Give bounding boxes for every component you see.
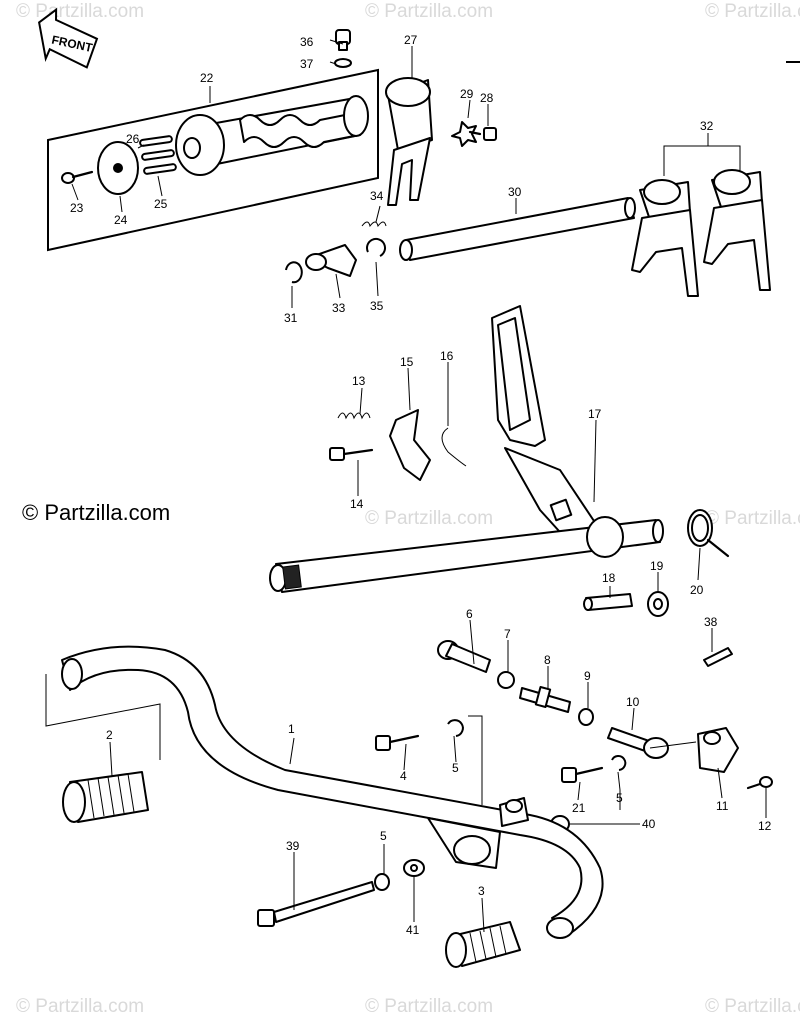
callout-18: 18 [602, 571, 616, 585]
watermark: © Partzilla.com [365, 996, 494, 1017]
callout-4: 4 [400, 769, 407, 783]
callout-30: 30 [508, 185, 522, 199]
shift-pedal-1 [61, 645, 604, 939]
callout-29: 29 [460, 87, 474, 101]
callout-3: 3 [478, 884, 485, 898]
callout-41: 41 [406, 923, 420, 937]
callout-22: 22 [200, 71, 214, 85]
watermark: © Partzilla.com [365, 508, 494, 529]
pedal-rubber-2 [62, 771, 149, 823]
callout-5: 5 [452, 761, 459, 775]
bolt-36 [335, 29, 351, 51]
shift-shaft [269, 516, 664, 593]
watermark: © Partzilla.com [705, 996, 800, 1017]
screw-28 [468, 127, 497, 141]
callout-39: 39 [286, 839, 300, 853]
callout-6: 6 [466, 607, 473, 621]
bolt-39 [257, 881, 375, 927]
bolt-21 [561, 766, 604, 783]
callout-33: 33 [332, 301, 346, 315]
plate-15 [389, 409, 431, 481]
callout-12: 12 [758, 819, 772, 833]
callout-32: 32 [700, 119, 714, 133]
return-spring-20 [687, 509, 730, 558]
callout-27: 27 [404, 33, 418, 47]
callout-25: 25 [154, 197, 168, 211]
callout-26: 26 [126, 132, 140, 146]
pin-38 [703, 647, 733, 667]
watermark: © Partzilla.com [365, 1, 494, 22]
bracket-11 [697, 727, 739, 773]
callout-2: 2 [106, 728, 113, 742]
callout-1: 1 [288, 722, 295, 736]
rod-8 [519, 686, 571, 713]
shift-drum-pins [139, 135, 177, 175]
nut-19 [647, 591, 669, 617]
leader-lines [71, 39, 767, 933]
bolt-4 [375, 734, 420, 751]
callout-34: 34 [370, 189, 384, 203]
screw [61, 170, 94, 184]
callout-31: 31 [284, 311, 298, 325]
lever-33 [305, 244, 357, 277]
shift-drum [175, 95, 369, 176]
credit-text: © Partzilla.com [22, 500, 171, 525]
screw-12 [746, 776, 773, 790]
callout-24: 24 [114, 213, 128, 227]
watermark: © Partzilla.com [705, 1, 800, 22]
callout-21: 21 [572, 801, 586, 815]
front-arrow: FRONT [38, 7, 99, 69]
callout-20: 20 [690, 583, 704, 597]
callout-11: 11 [716, 799, 729, 813]
washer-5c [374, 873, 390, 891]
spring-16 [441, 427, 467, 467]
callout-40: 40 [642, 817, 656, 831]
spring-34 [361, 221, 387, 228]
callout-labels: 1 2 3 4 5 5 5 6 7 8 9 10 11 12 13 14 15 … [70, 33, 772, 937]
tie-rod-end-6 [437, 640, 491, 673]
callout-8: 8 [544, 653, 551, 667]
shift-mechanism-17 [491, 305, 601, 553]
callout-5: 5 [616, 791, 623, 805]
nut-7 [497, 671, 515, 689]
fork-shaft [399, 197, 636, 261]
callout-35: 35 [370, 299, 384, 313]
callout-7: 7 [504, 627, 511, 641]
callout-28: 28 [480, 91, 494, 105]
watermark: © Partzilla.com [16, 996, 145, 1017]
watermark: © Partzilla.com [705, 508, 800, 529]
washer-37 [334, 58, 352, 68]
circlip-31 [285, 261, 303, 284]
callout-10: 10 [626, 695, 640, 709]
washer-5a [447, 719, 464, 737]
shift-fork-27 [385, 77, 433, 206]
callout-38: 38 [704, 615, 718, 629]
pedal-rubber-3 [445, 921, 521, 968]
group-box-22 [47, 68, 379, 252]
callout-5: 5 [380, 829, 387, 843]
callout-9: 9 [584, 669, 591, 683]
shift-forks-32 [631, 169, 771, 297]
callout-16: 16 [440, 349, 454, 363]
star-washer-29 [451, 121, 477, 147]
callout-13: 13 [352, 374, 366, 388]
callout-19: 19 [650, 559, 664, 573]
nut-9 [578, 708, 594, 726]
callout-37: 37 [300, 57, 314, 71]
washer-41 [403, 859, 425, 877]
washer-5b [611, 755, 627, 771]
clip-35 [366, 237, 387, 257]
callout-17: 17 [588, 407, 602, 421]
pin-18 [583, 593, 633, 611]
callout-23: 23 [70, 201, 84, 215]
callout-15: 15 [400, 355, 414, 369]
spring-13 [337, 412, 371, 420]
group-brackets [45, 674, 697, 810]
callout-14: 14 [350, 497, 364, 511]
drum-plate [97, 141, 139, 195]
bolt-14 [329, 447, 374, 461]
tie-rod-end-10 [607, 727, 669, 759]
callout-36: 36 [300, 35, 314, 49]
